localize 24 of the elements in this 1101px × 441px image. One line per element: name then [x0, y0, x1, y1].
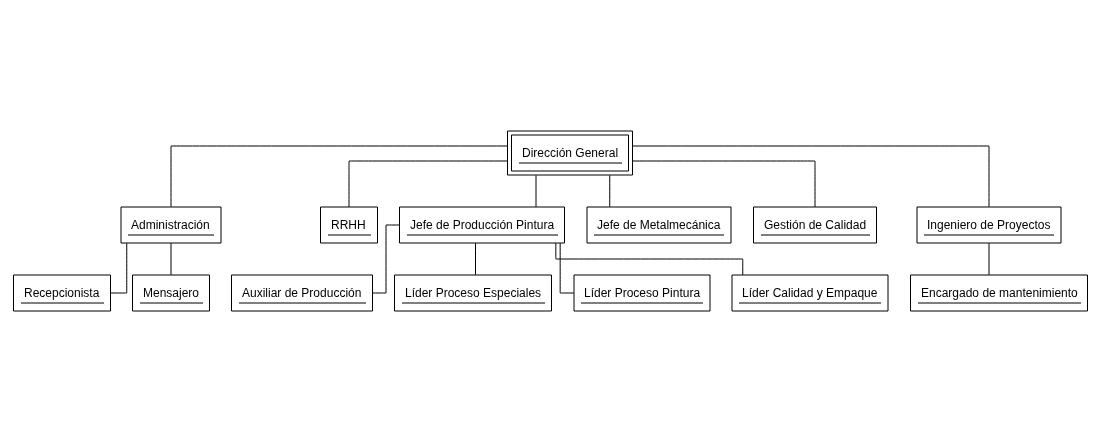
node-box: Jefe de Metalmecánica	[586, 206, 732, 243]
node-box: Ingeniero de Proyectos	[916, 206, 1062, 243]
connector	[348, 160, 508, 207]
node-box: Líder Proceso Pintura	[573, 274, 711, 311]
connector	[632, 145, 990, 207]
connector	[475, 242, 476, 275]
node-box: Mensajero	[132, 274, 210, 311]
node-box: Administración	[120, 206, 222, 243]
connector	[609, 174, 611, 207]
connector	[170, 242, 172, 275]
node-box: RRHH	[320, 206, 378, 243]
connector	[988, 242, 990, 275]
node-box: Auxiliar de Producción	[231, 274, 373, 311]
node-box: Jefe de Producción Pintura	[399, 206, 565, 243]
connector	[632, 160, 816, 207]
connector	[535, 174, 537, 207]
connector	[170, 145, 508, 207]
connector	[555, 242, 744, 275]
node-box: Líder Proceso Especiales	[394, 274, 552, 311]
node-box: Encargado de mantenimiento	[910, 274, 1088, 311]
node-box: Gestión de Calidad	[753, 206, 877, 243]
node-box: Dirección General	[507, 130, 633, 175]
node-box: Líder Calidad y Empaque	[731, 274, 889, 311]
node-box: Recepcionista	[13, 274, 111, 311]
